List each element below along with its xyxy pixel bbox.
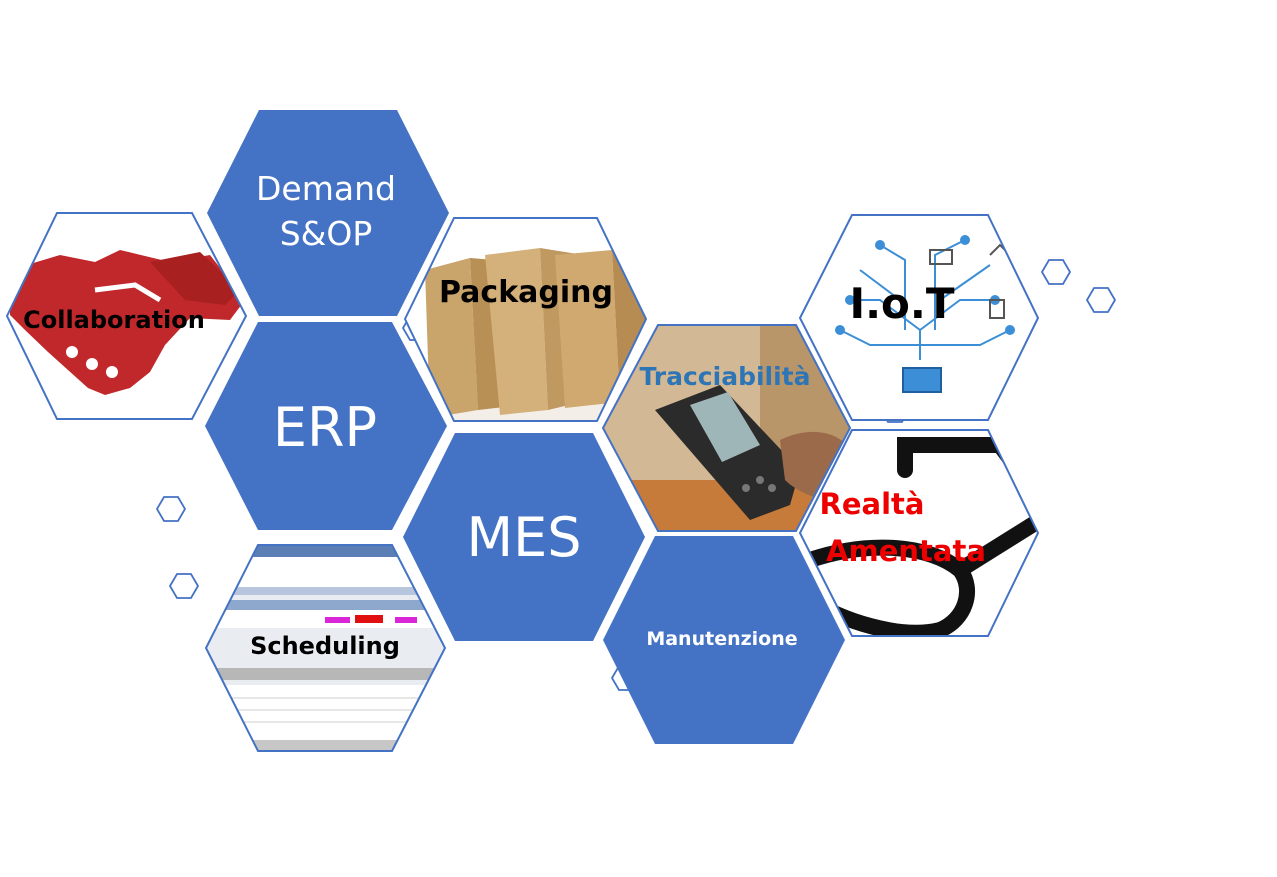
realta-label-line1: Realtà (820, 487, 925, 521)
hex-scheduling: Scheduling (204, 544, 447, 752)
hex-manutenzione: Manutenzione (603, 536, 845, 744)
hex-packaging: Packaging (403, 217, 648, 422)
handshake-icon (10, 250, 245, 395)
decor-hexagon (1085, 287, 1117, 313)
network-devices-icon (835, 235, 1015, 393)
decor-hexagon (1040, 259, 1072, 285)
demand-label-line1: Demand (256, 169, 396, 208)
hex-demand: Demand S&OP (207, 110, 449, 316)
manutenzione-label: Manutenzione (646, 628, 797, 650)
cardboard-box-icon (405, 248, 646, 421)
packaging-label: Packaging (439, 275, 613, 310)
hex-tracciabilita: Tracciabilità (601, 324, 852, 532)
demand-label-line2: S&OP (280, 214, 373, 253)
collaboration-label: Collaboration (23, 306, 205, 334)
decor-hexagon (168, 573, 200, 599)
mes-label: MES (467, 506, 582, 569)
hex-iot: I.o.T (798, 214, 1040, 421)
iot-label: I.o.T (849, 279, 954, 328)
erp-label: ERP (273, 396, 377, 459)
decor-hexagon (155, 496, 187, 522)
scheduling-label: Scheduling (250, 632, 400, 660)
tracciabilita-label: Tracciabilità (639, 362, 810, 391)
hex-erp: ERP (205, 322, 447, 530)
hex-mes: MES (403, 433, 645, 641)
realta-label-line2: Amentata (826, 534, 986, 568)
hex-realta: Realtà Amentata (798, 429, 1040, 637)
hex-collaboration: Collaboration (5, 212, 248, 420)
